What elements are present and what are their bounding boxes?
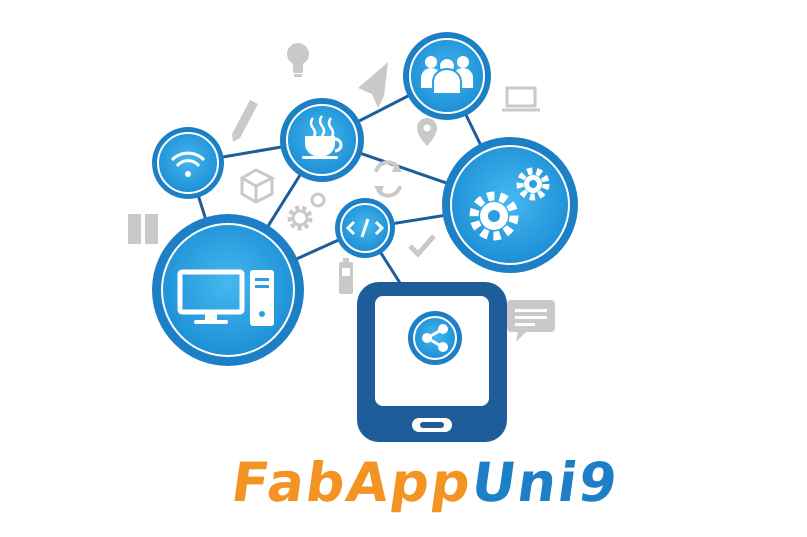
- pencil-icon: [232, 100, 258, 142]
- code-node: [335, 198, 395, 258]
- chat-bubble-icon: [507, 300, 555, 342]
- gear-icon: [287, 192, 326, 231]
- brand-logo: FabAppUni9: [227, 448, 637, 518]
- refresh-icon: [374, 160, 402, 198]
- users-node: [403, 32, 491, 120]
- desktop-node: [152, 214, 304, 366]
- desktop-computer-icon: [177, 269, 274, 326]
- checkmark-icon: [408, 234, 436, 258]
- book-icon: [128, 214, 158, 246]
- gears-node: [442, 137, 578, 273]
- wifi-node: [152, 127, 224, 199]
- users-group-icon: [421, 56, 473, 95]
- logo-text-blue: Uni9: [467, 451, 623, 514]
- battery-icon: [339, 258, 353, 294]
- laptop-icon: [502, 86, 540, 112]
- box-icon: [238, 168, 276, 204]
- logo-text-orange: FabApp: [227, 451, 477, 514]
- coffee-cup-icon: [302, 115, 343, 159]
- share-icon: [422, 324, 448, 352]
- share-node: [408, 311, 462, 365]
- lightbulb-icon: [287, 43, 309, 77]
- wifi-icon: [170, 151, 206, 177]
- map-pin-icon: [417, 118, 437, 146]
- gears-icon: [469, 167, 550, 241]
- coffee-node: [280, 98, 364, 182]
- paper-plane-icon: [358, 62, 388, 108]
- code-icon: [345, 218, 385, 238]
